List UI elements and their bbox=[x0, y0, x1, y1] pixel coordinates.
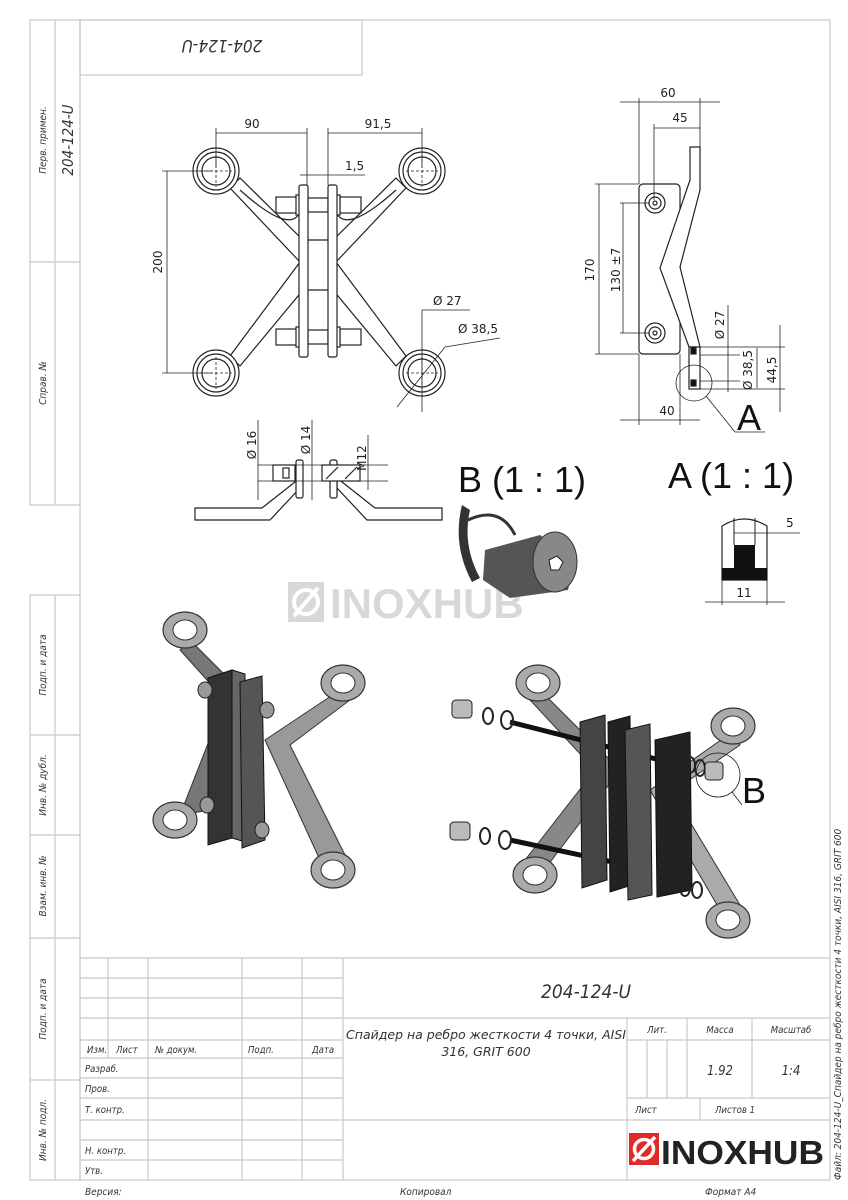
podp-data-1-label: Подп. и дата bbox=[38, 634, 49, 695]
logo-text-label: INOXHUB bbox=[661, 1134, 824, 1171]
list-label: Лист bbox=[115, 1045, 139, 1056]
mass-value: 1.92 bbox=[707, 1064, 733, 1079]
watermark: INOXHUB bbox=[288, 580, 524, 627]
d16-label: Ø 16 bbox=[245, 431, 259, 460]
m12-label: M12 bbox=[355, 445, 369, 471]
d5-label: 5 bbox=[786, 516, 794, 530]
razrab-label: Разраб. bbox=[85, 1064, 119, 1075]
inv-podl-label: Инв. № подл. bbox=[38, 1099, 49, 1161]
vzam-inv-label: Взам. инв. № bbox=[38, 855, 49, 916]
d1-5-label: 1,5 bbox=[345, 159, 364, 173]
detail-b: B (1 : 1) bbox=[458, 459, 586, 598]
masshtab-label-label: Масштаб bbox=[771, 1025, 812, 1036]
title-label: A (1 : 1) bbox=[668, 455, 794, 496]
doc-label: № докум. bbox=[154, 1045, 197, 1056]
perv-primen-label-label: Перв. примен. bbox=[38, 106, 49, 174]
podp-data-2-label: Подп. и дата bbox=[38, 978, 49, 1039]
utv-label: Утв. bbox=[85, 1166, 103, 1177]
d91-5-label: 91,5 bbox=[365, 117, 392, 131]
footer: Версия: Копировал Формат A4 bbox=[85, 1187, 757, 1198]
format-label: Формат A4 bbox=[705, 1187, 757, 1198]
title-description: Спайдер на ребро жесткости 4 точки, AISI… bbox=[346, 1027, 626, 1059]
version-label: Версия: bbox=[85, 1187, 122, 1198]
title-block: 204-124-U Спайдер на ребро жесткости 4 т… bbox=[80, 957, 830, 1180]
file-name-label: Файл: 204-124-U_Спайдер на ребро жесткос… bbox=[832, 829, 844, 1180]
scale-value: 1:4 bbox=[782, 1064, 801, 1079]
izm-label: Изм. bbox=[87, 1045, 107, 1056]
d90-label: 90 bbox=[244, 117, 259, 131]
nkontr-label: Н. контр. bbox=[85, 1146, 126, 1157]
lit-label-label: Лит. bbox=[646, 1025, 667, 1036]
copied-label: Копировал bbox=[400, 1187, 452, 1198]
left-strip-labels: Перв. примен. 204-124-U Справ. № Подп. и… bbox=[37, 104, 77, 1161]
d60-label: 60 bbox=[660, 86, 675, 100]
title-code: 204-124-U bbox=[541, 981, 632, 1003]
d38-5-label: Ø 38,5 bbox=[458, 322, 498, 336]
isometric-exploded: B bbox=[449, 664, 766, 939]
d170-label: 170 bbox=[583, 259, 597, 282]
d38-5-label: Ø 38,5 bbox=[741, 350, 755, 390]
listov-label-label: Листов 1 bbox=[714, 1105, 755, 1116]
sheet-frame bbox=[29, 19, 831, 1181]
tkontr-label: Т. контр. bbox=[85, 1105, 125, 1116]
top-stamp-code: 204-124-U bbox=[182, 35, 263, 55]
watermark-label: INOXHUB bbox=[330, 580, 524, 627]
sprav-label-label: Справ. № bbox=[38, 361, 49, 405]
isometric-assembled bbox=[152, 611, 366, 889]
d14-label: Ø 14 bbox=[299, 426, 313, 455]
inv-dubl-label: Инв. № дубл. bbox=[37, 754, 49, 816]
d130-label: 130 ±7 bbox=[609, 248, 623, 292]
d11-label: 11 bbox=[736, 586, 751, 600]
d200-label: 200 bbox=[151, 251, 165, 274]
callout-a: A bbox=[737, 397, 761, 438]
d40-label: 40 bbox=[659, 404, 674, 418]
podp-label: Подп. bbox=[248, 1045, 274, 1056]
front-view: 90 91,5 1,5 200 Ø 27 Ø 38,5 bbox=[151, 117, 501, 412]
detail-a: A (1 : 1) 5 11 bbox=[668, 455, 800, 605]
d44-5-label: 44,5 bbox=[765, 357, 779, 384]
data-label: Дата bbox=[311, 1045, 334, 1056]
side-view: 60 45 170 130 ±7 40 Ø 27 Ø 38,5 44,5 A bbox=[583, 86, 785, 438]
d27-label: Ø 27 bbox=[713, 311, 727, 340]
bottom-view: Ø 16 Ø 14 M12 bbox=[194, 420, 443, 521]
d27-label: Ø 27 bbox=[433, 294, 462, 308]
list-label-label: Лист bbox=[634, 1105, 658, 1116]
callout-b: B bbox=[742, 770, 766, 811]
title-label: B (1 : 1) bbox=[458, 459, 586, 500]
massa-label-label: Масса bbox=[706, 1025, 733, 1036]
perv-primen-value-label: 204-124-U bbox=[59, 104, 77, 175]
inoxhub-logo: INOXHUB bbox=[629, 1133, 824, 1171]
d45-label: 45 bbox=[672, 111, 687, 125]
prov-label: Пров. bbox=[85, 1084, 110, 1095]
